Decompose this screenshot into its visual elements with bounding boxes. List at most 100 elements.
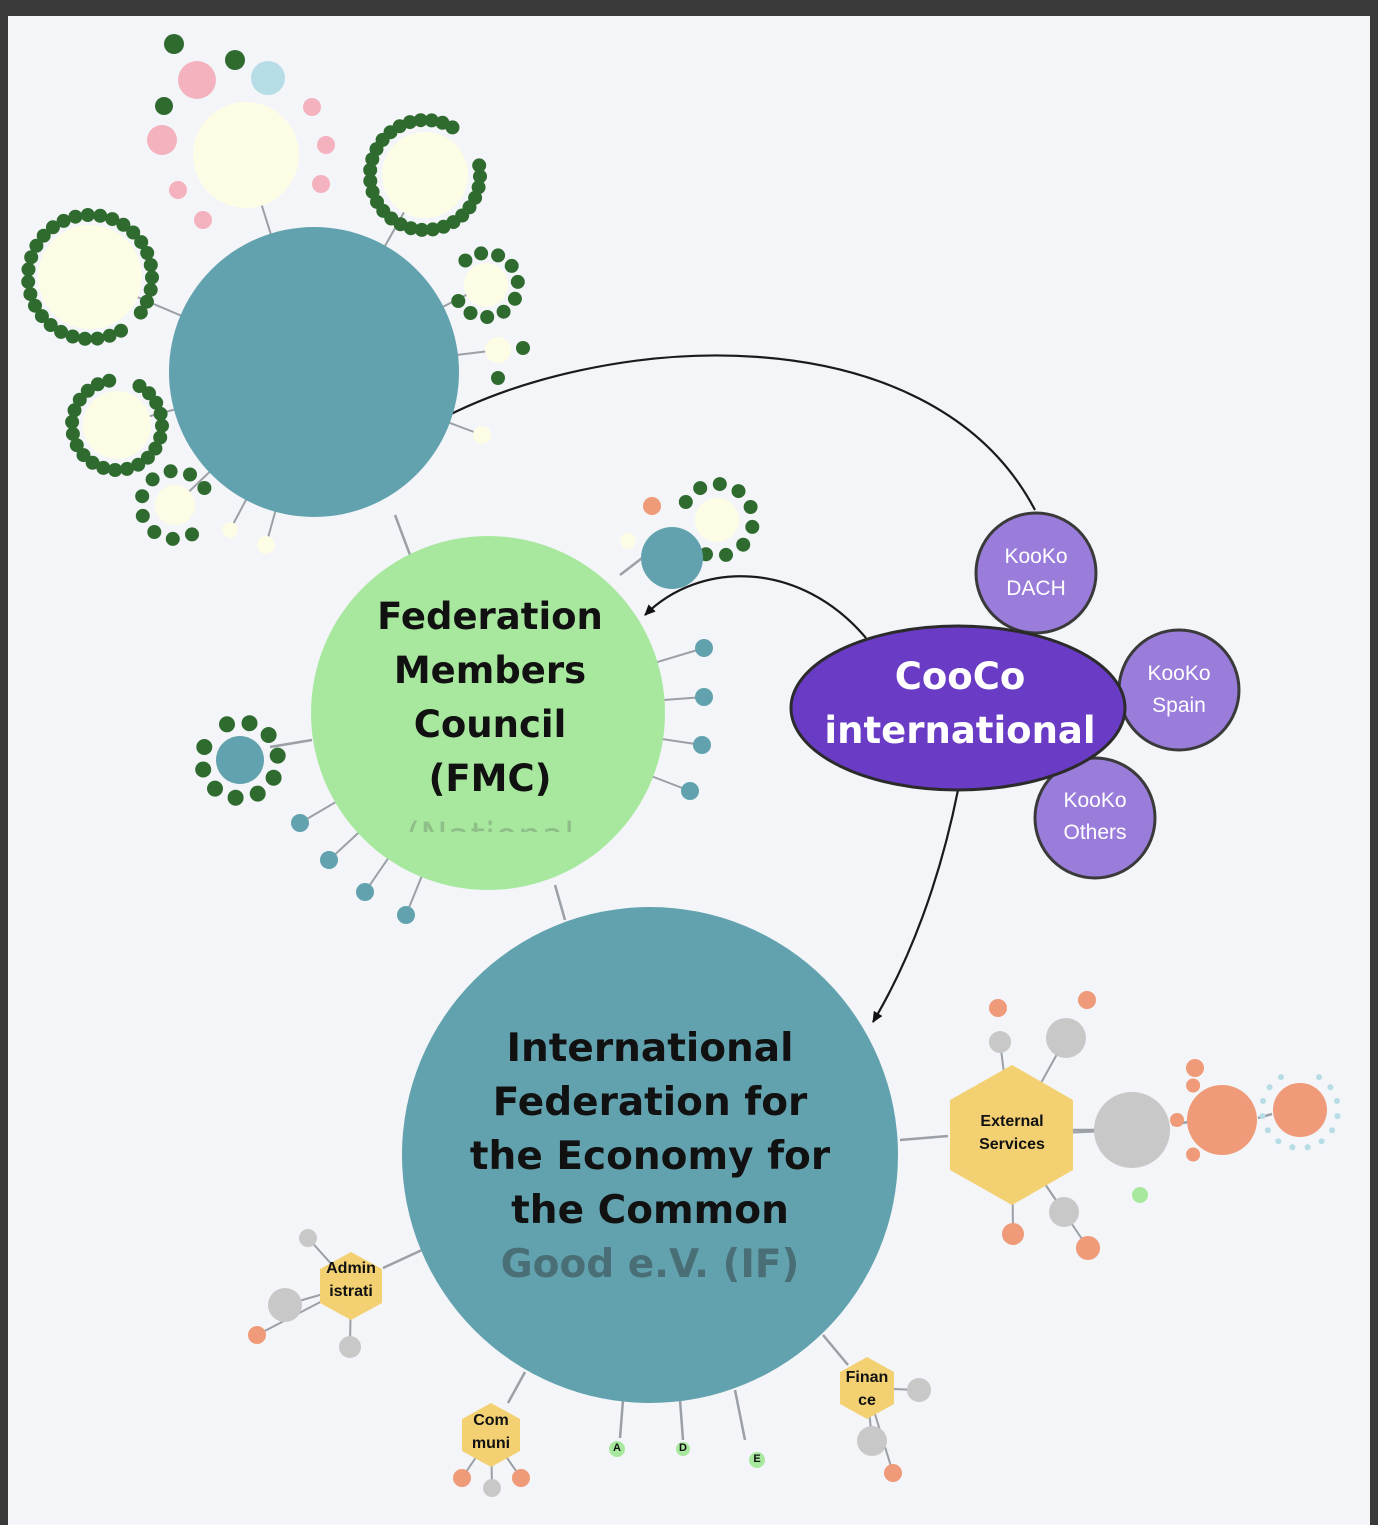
ring-node	[463, 306, 478, 320]
diagram-canvas: Federation Members Council (FMC) (Nation…	[8, 16, 1370, 1525]
fmc-teal-child-1	[641, 527, 703, 589]
small-node-d-label: D	[679, 1442, 687, 1454]
ring-node	[116, 217, 131, 232]
if-node	[402, 907, 898, 1403]
ring-node	[21, 262, 36, 277]
ring-node	[458, 253, 473, 268]
if-label-line-2: Federation for	[492, 1080, 808, 1125]
top-cream-node-9	[257, 536, 275, 554]
ring-node	[23, 287, 38, 302]
ring-node	[145, 270, 159, 285]
ring-node	[153, 430, 168, 445]
ring-node	[80, 383, 95, 398]
ring-node	[1264, 1127, 1271, 1134]
ring-node	[29, 238, 44, 253]
kooko-dach-label[interactable]: KooKo DACH	[981, 541, 1091, 605]
kooko-others-line-2: Others	[1063, 821, 1127, 844]
ring-node	[135, 489, 150, 504]
top-cream-node-6	[464, 263, 508, 307]
ring-node	[145, 472, 160, 487]
external-services-line-1: External	[980, 1113, 1044, 1130]
kooko-spain-label[interactable]: KooKo Spain	[1124, 658, 1234, 722]
cooco-label[interactable]: CooCo international	[800, 650, 1120, 758]
ring-node	[45, 220, 60, 235]
ring-node	[227, 789, 244, 806]
ring-node	[1304, 1144, 1311, 1151]
top-cluster-hub	[169, 227, 459, 517]
top-cream-node-4	[83, 391, 151, 459]
arrow-cooco-to-if	[872, 789, 960, 1023]
kooko-dach-line-1: KooKo	[1004, 545, 1068, 568]
ring-node	[131, 457, 146, 472]
ring-node	[143, 258, 158, 272]
kooko-dach-node	[974, 511, 1098, 635]
ring-node	[1333, 1097, 1340, 1104]
if-label-line-1: International	[506, 1026, 794, 1071]
deco-node	[491, 371, 505, 385]
ring-node	[445, 120, 460, 135]
ring-node	[1186, 1147, 1201, 1162]
kooko-others-node	[1033, 756, 1157, 880]
ring-node	[1289, 1144, 1296, 1151]
if-label-line-4: the Common	[511, 1188, 789, 1233]
fmc-label[interactable]: Federation Members Council (FMC)	[330, 590, 650, 806]
ring-node	[183, 467, 197, 482]
arrow-cooco-to-fmc	[644, 575, 867, 639]
fmc-satellite	[681, 782, 699, 800]
ring-node	[712, 477, 727, 492]
finance-label[interactable]: Finan ce	[832, 1366, 902, 1412]
ring-node	[451, 294, 466, 308]
ring-node	[1329, 1127, 1336, 1134]
if-label[interactable]: International Federation for the Economy…	[430, 1022, 870, 1292]
ring-node	[21, 274, 36, 289]
ring-node	[90, 331, 105, 346]
deco-node	[516, 341, 530, 355]
ring-node	[140, 246, 155, 260]
communication-line-1: Com	[473, 1412, 509, 1429]
ring-node	[143, 282, 158, 297]
top-cream-node-3	[38, 225, 142, 329]
ring-node	[1260, 1097, 1267, 1104]
ring-node	[473, 169, 487, 184]
ring-node	[265, 769, 282, 786]
ring-node	[133, 305, 148, 320]
ring-node	[65, 329, 80, 344]
ring-node	[207, 780, 223, 797]
ring-node	[413, 113, 428, 128]
ring-node	[249, 785, 266, 802]
top-cream-node-2	[382, 132, 468, 218]
ring-node	[1186, 1078, 1201, 1093]
ring-node	[719, 547, 733, 562]
ring-node	[507, 291, 522, 306]
kooko-dach-line-2: DACH	[1006, 577, 1066, 600]
ring-node	[1170, 1113, 1184, 1127]
ring-node	[76, 448, 91, 463]
ring-node	[1266, 1084, 1273, 1091]
fmc-satellite	[695, 688, 713, 706]
ring-node	[731, 484, 746, 499]
ring-node	[736, 537, 751, 552]
external-services-label[interactable]: External Services	[952, 1110, 1072, 1156]
ring-node	[147, 525, 162, 539]
ring-node	[149, 395, 164, 410]
ring-node	[132, 379, 147, 393]
ring-node	[363, 174, 378, 188]
ring-node	[474, 246, 489, 261]
fmc-satellite	[356, 883, 374, 901]
ring-node	[34, 309, 49, 324]
ring-node	[1259, 1113, 1266, 1120]
top-cream-node-8	[473, 426, 491, 444]
ring-node	[510, 274, 525, 289]
administration-label[interactable]: Admin istrati	[316, 1257, 386, 1303]
fmc-label-line-3: Council	[413, 703, 567, 746]
ring-node	[491, 248, 506, 263]
ring-node	[363, 163, 378, 177]
ring-node	[126, 225, 141, 240]
ring-node	[153, 406, 168, 421]
communication-label[interactable]: Com muni	[456, 1409, 526, 1455]
ring-node	[425, 222, 440, 237]
ring-node	[241, 715, 258, 732]
ring-node	[436, 219, 451, 234]
ring-node	[54, 324, 69, 339]
kooko-others-label[interactable]: KooKo Others	[1040, 785, 1150, 849]
